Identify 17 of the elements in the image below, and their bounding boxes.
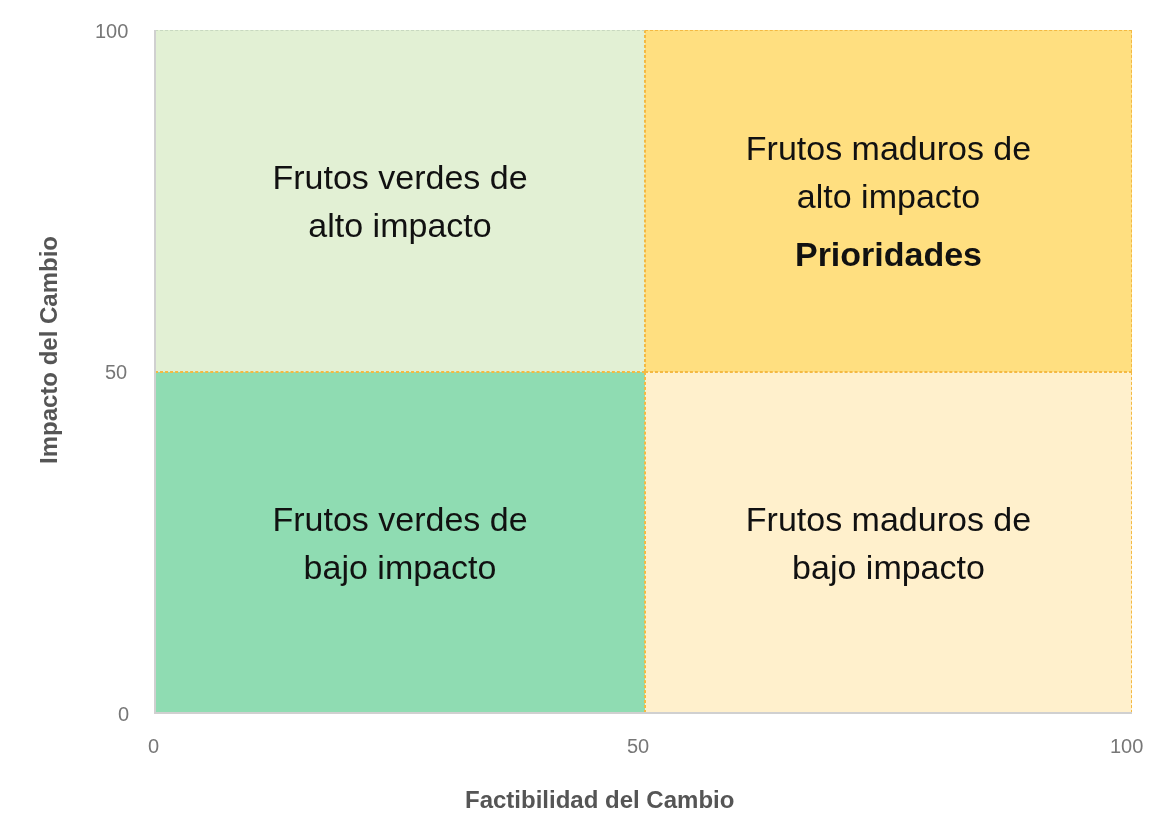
quadrant-panel (155, 30, 645, 372)
axis-title: Factibilidad del Cambio (465, 786, 735, 814)
quadrant-label: Frutos maduros de bajo impacto (744, 498, 1033, 588)
tick-label: 50 (627, 735, 650, 758)
tick-label: 0 (148, 735, 160, 758)
priority-label: Prioridades (793, 234, 984, 275)
tick-label: 0 (118, 703, 130, 726)
quadrant-panel (645, 372, 1132, 713)
tick-label: 50 (105, 361, 128, 384)
tick-label: 100 (1110, 735, 1144, 758)
quadrant-label: Frutos verdes de bajo impacto (271, 498, 529, 588)
axis-title: Impacto del Cambio (35, 236, 63, 464)
quadrant-panel (155, 372, 645, 713)
quadrant-label: Frutos maduros de alto impacto (744, 128, 1033, 217)
quadrant-panel (645, 30, 1132, 372)
tick-label: 100 (95, 20, 129, 43)
quadrant-label: Frutos verdes de alto impacto (271, 157, 529, 246)
